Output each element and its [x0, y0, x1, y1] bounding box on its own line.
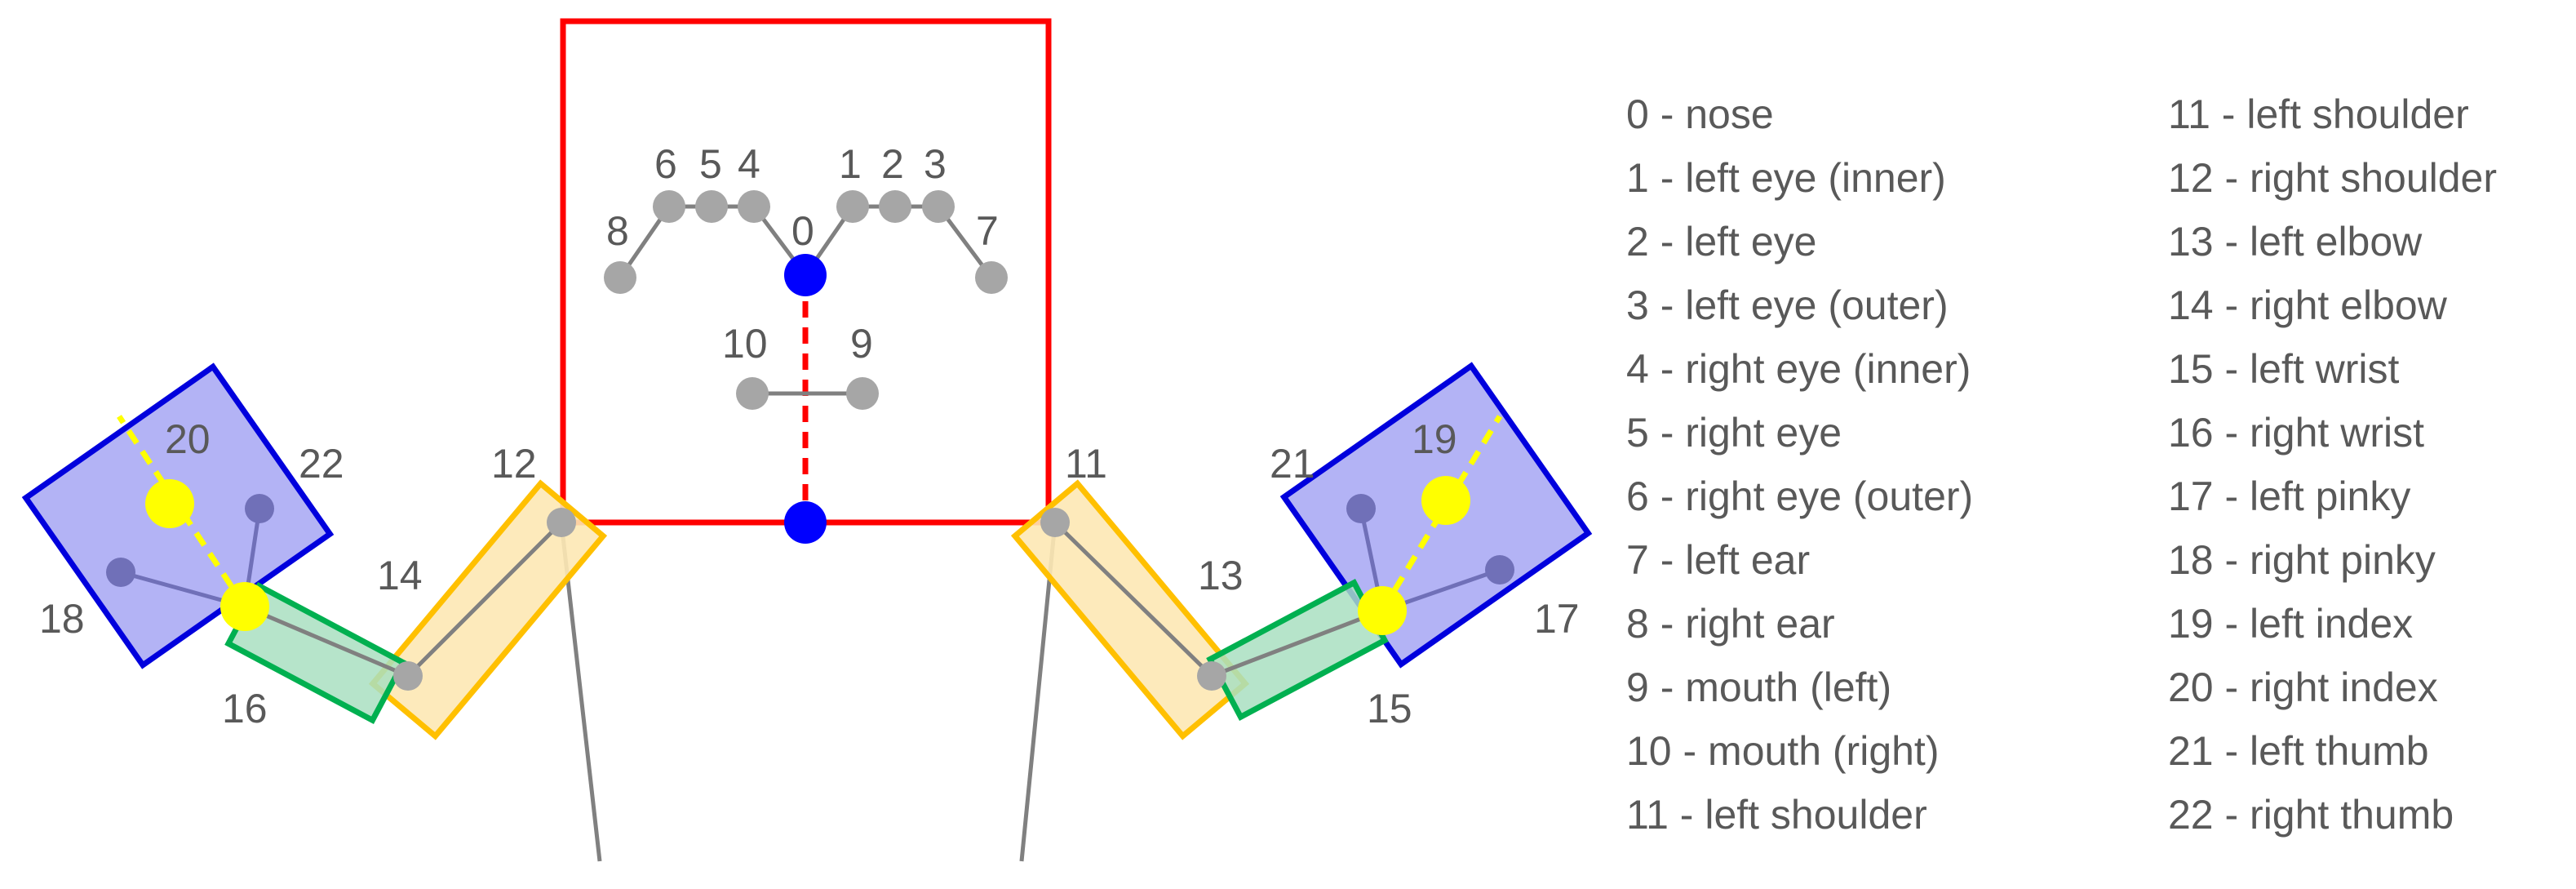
- legend-item: 10 - mouth (right): [1626, 728, 1940, 774]
- label-14: 14: [377, 553, 423, 598]
- keypoint-17: [1485, 555, 1514, 585]
- legend-item: 8 - right ear: [1626, 601, 1835, 647]
- label-1: 1: [839, 141, 862, 187]
- legend-item: 0 - nose: [1626, 91, 1774, 137]
- legend-item: 6 - right eye (outer): [1626, 473, 1974, 519]
- label-5: 5: [699, 141, 722, 187]
- label-6: 6: [654, 141, 677, 187]
- legend-item: 14 - right elbow: [2168, 282, 2447, 328]
- label-21: 21: [1270, 441, 1315, 487]
- legend-item: 13 - left elbow: [2168, 219, 2423, 264]
- label-19: 19: [1412, 416, 1457, 462]
- label-7: 7: [976, 208, 999, 254]
- left-forearm-box: [1206, 579, 1389, 721]
- keypoint-1: [836, 190, 869, 223]
- label-22: 22: [299, 441, 344, 487]
- legend-item: 7 - left ear: [1626, 537, 1811, 583]
- keypoint-22: [245, 494, 274, 523]
- keypoint-6: [653, 190, 685, 223]
- keypoint-11: [1040, 508, 1070, 537]
- legend-item: 9 - mouth (left): [1626, 665, 1892, 710]
- legend-item: 12 - right shoulder: [2168, 155, 2498, 201]
- legend-item: 19 - left index: [2168, 601, 2414, 647]
- legend-item: 5 - right eye: [1626, 410, 1842, 456]
- keypoint-0-nose: [784, 254, 827, 296]
- legend-item: 21 - left thumb: [2168, 728, 2429, 774]
- keypoint-5: [695, 190, 728, 223]
- legend-item: 17 - left pinky: [2168, 473, 2411, 519]
- legend-item: 20 - right index: [2168, 665, 2438, 710]
- face-keypoints: [604, 190, 1008, 410]
- keypoint-labels: 0 1 2 3 4 5 6 7 8 9 10 11 12 13 14 15 16…: [39, 141, 1580, 731]
- label-16: 16: [222, 686, 268, 731]
- keypoint-4: [738, 190, 770, 223]
- label-3: 3: [924, 141, 947, 187]
- legend-column-2: 11 - left shoulder 12 - right shoulder 1…: [2168, 82, 2497, 847]
- keypoint-3: [922, 190, 955, 223]
- left-arm: [1010, 362, 1593, 740]
- label-8: 8: [606, 208, 629, 254]
- label-10: 10: [722, 321, 768, 367]
- keypoint-12: [547, 508, 576, 537]
- legend-item: 2 - left eye: [1626, 219, 1817, 264]
- legend-item: 1 - left eye (inner): [1626, 155, 1946, 201]
- keypoint-20: [145, 479, 194, 528]
- label-20: 20: [165, 416, 211, 462]
- legend-item: 18 - right pinky: [2168, 537, 2436, 583]
- right-upper-arm-box: [368, 479, 608, 740]
- keypoint-9: [846, 377, 879, 410]
- keypoint-8: [604, 261, 636, 294]
- legend-item: 11 - left shoulder: [2168, 91, 2469, 137]
- keypoint-13: [1197, 661, 1226, 691]
- keypoint-10: [736, 377, 769, 410]
- legend-column-1: 0 - nose 1 - left eye (inner) 2 - left e…: [1626, 82, 1973, 847]
- label-13: 13: [1198, 553, 1244, 598]
- keypoint-19: [1421, 476, 1470, 525]
- keypoint-16: [220, 582, 269, 631]
- legend-item: 22 - right thumb: [2168, 792, 2454, 838]
- label-4: 4: [738, 141, 760, 187]
- label-15: 15: [1367, 686, 1412, 731]
- label-0: 0: [791, 208, 814, 254]
- keypoint-15: [1358, 586, 1407, 635]
- keypoint-14: [393, 661, 423, 691]
- label-9: 9: [850, 321, 873, 367]
- legend-item: 16 - right wrist: [2168, 410, 2424, 456]
- keypoint-2: [879, 190, 911, 223]
- label-2: 2: [881, 141, 904, 187]
- left-upper-arm-box: [1010, 479, 1250, 740]
- keypoint-18: [106, 558, 135, 587]
- legend-item: 11 - left shoulder: [1626, 792, 1927, 838]
- legend-item: 3 - left eye (outer): [1626, 282, 1949, 328]
- label-11: 11: [1065, 441, 1107, 487]
- label-12: 12: [491, 441, 537, 487]
- label-17: 17: [1534, 596, 1580, 642]
- keypoint-21: [1346, 494, 1376, 523]
- keypoint-7: [975, 261, 1008, 294]
- label-18: 18: [39, 596, 85, 642]
- legend-item: 4 - right eye (inner): [1626, 346, 1971, 392]
- keypoint-mid-shoulder: [784, 501, 827, 544]
- right-arm: [21, 362, 608, 740]
- legend-item: 15 - left wrist: [2168, 346, 2400, 392]
